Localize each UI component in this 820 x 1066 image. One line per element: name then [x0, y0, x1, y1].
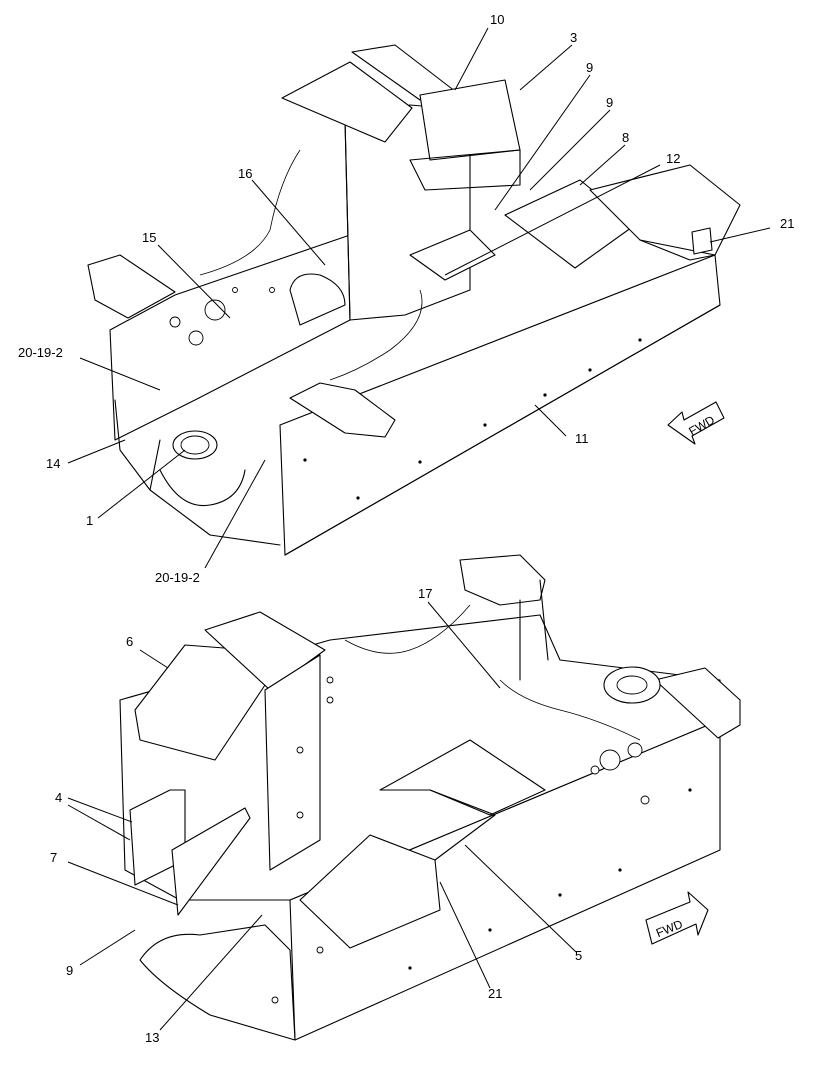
callout-20-19-2-upper: 20-19-2: [18, 345, 63, 360]
bottom-plate-4: [129, 789, 186, 886]
callout-10: 10: [490, 12, 504, 27]
top-swivel-ring: [159, 430, 246, 507]
top-leaders: [67, 27, 771, 569]
callout-15: 15: [142, 230, 156, 245]
callout-14: 14: [46, 456, 60, 471]
top-left-foot: [87, 254, 176, 319]
callout-7: 7: [50, 850, 57, 865]
callout-5: 5: [575, 948, 582, 963]
callout-4: 4: [55, 790, 62, 805]
callout-21-top: 21: [780, 216, 794, 231]
top-bracket-3: [419, 79, 521, 161]
bottom-leaders: [67, 601, 577, 1031]
callout-20-19-2-lower: 20-19-2: [155, 570, 200, 585]
bottom-frame-assembly: [119, 554, 741, 1041]
bottom-box-5: [299, 834, 441, 949]
fwd-arrow-top: FWD: [667, 401, 725, 445]
top-bracket-12: [409, 229, 496, 281]
bottom-lower-plate: [139, 924, 296, 1041]
callout-6: 6: [126, 634, 133, 649]
callout-11: 11: [575, 431, 589, 446]
bottom-right-plate: [654, 667, 741, 739]
bottom-tower: [264, 654, 321, 871]
callout-9-upper: 9: [586, 60, 593, 75]
callout-9-bottom: 9: [66, 963, 73, 978]
callout-13: 13: [145, 1030, 159, 1045]
bottom-top-plate: [459, 554, 546, 606]
callout-8: 8: [622, 130, 629, 145]
bottom-bracket-7: [171, 807, 251, 916]
callout-1: 1: [86, 513, 93, 528]
callout-17: 17: [418, 586, 432, 601]
callout-16: 16: [238, 166, 252, 181]
callout-12: 12: [666, 151, 680, 166]
callout-21-bottom: 21: [488, 986, 502, 1001]
fwd-arrow-bottom: FWD: [645, 891, 709, 945]
top-tower-plate: [281, 61, 413, 143]
top-frame-assembly: [87, 44, 741, 556]
callout-9-lower: 9: [606, 95, 613, 110]
callout-3: 3: [570, 30, 577, 45]
top-guard-16: [289, 273, 346, 326]
top-center-foot: [289, 382, 396, 438]
